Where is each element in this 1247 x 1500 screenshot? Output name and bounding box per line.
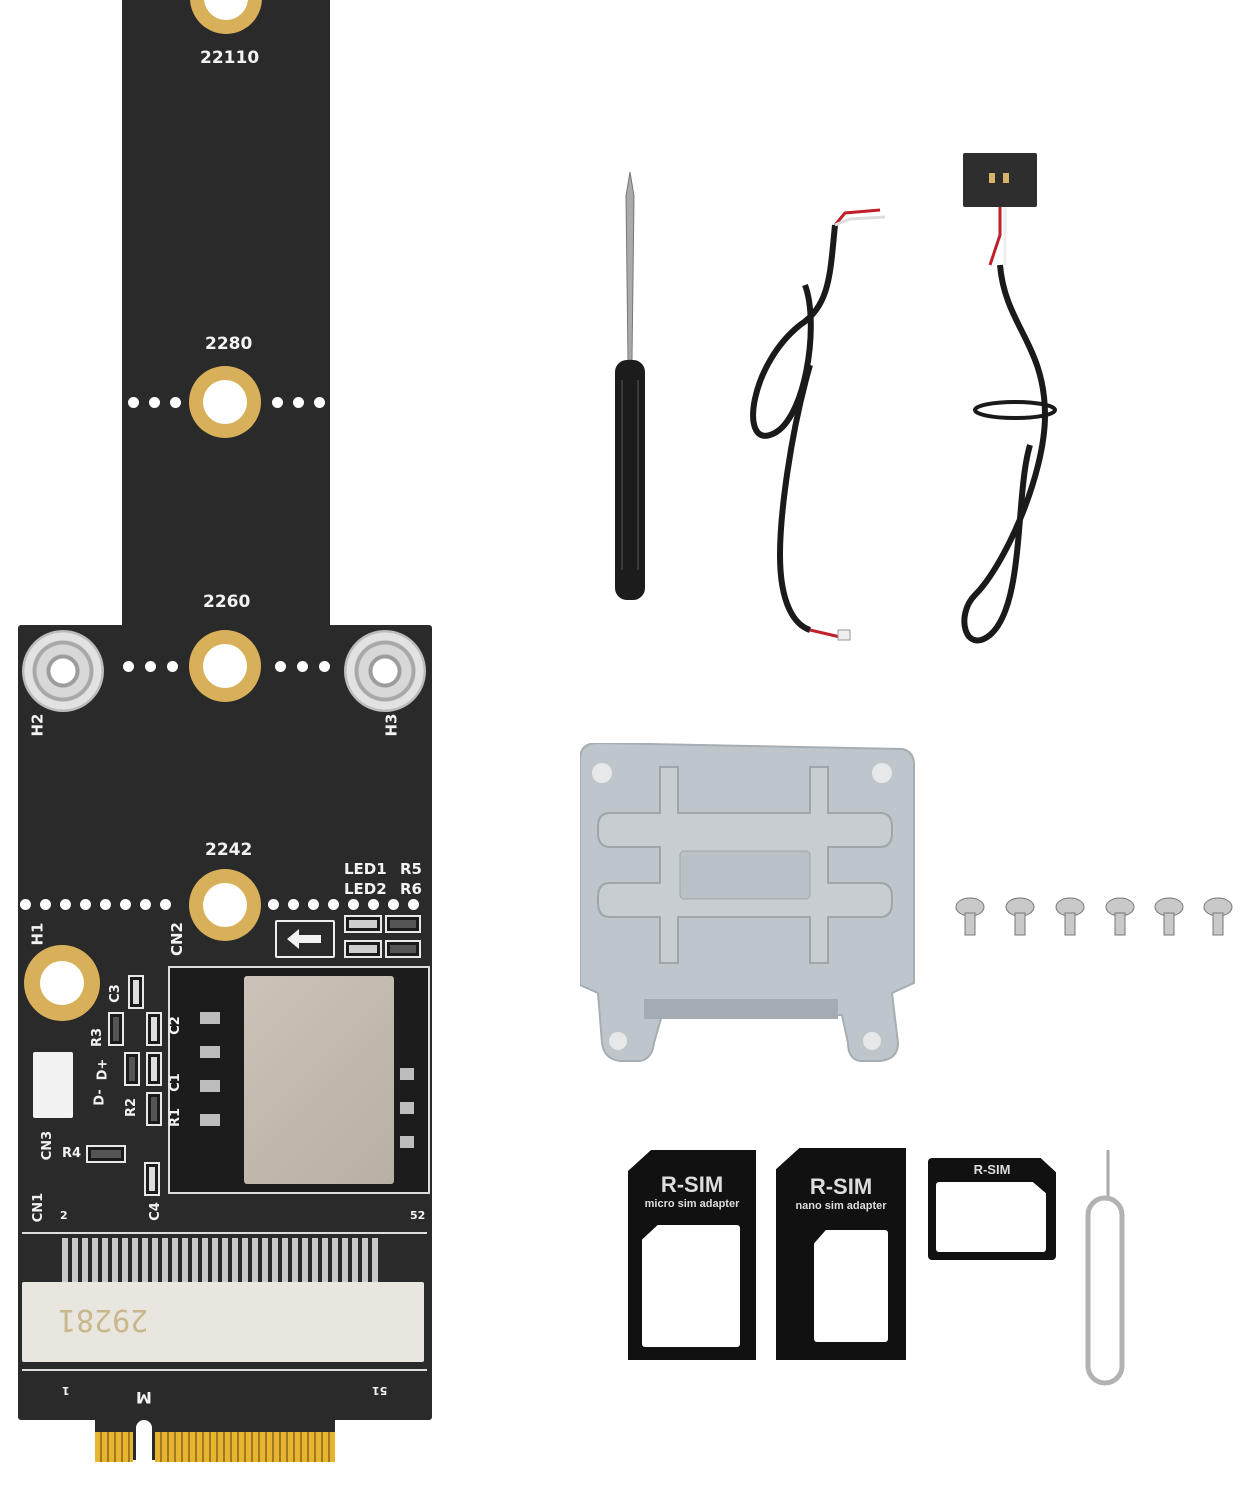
pin-label-52: 52 <box>410 1209 426 1222</box>
sim-slot-contact <box>400 1136 414 1148</box>
length-mark-2242: 2242 <box>205 840 253 860</box>
sim-cutout <box>936 1182 1046 1252</box>
key-label-m: M <box>136 1388 152 1407</box>
sim-eject-pin <box>1085 1150 1125 1386</box>
led1 <box>344 915 382 933</box>
label-c3: C3 <box>107 984 123 1003</box>
label-led1: LED1 <box>344 860 387 878</box>
capacitor-c4 <box>144 1162 160 1196</box>
resistor-r5 <box>385 915 421 933</box>
label-d-minus: D- <box>92 1089 108 1106</box>
pin-label-1: 1 <box>62 1384 70 1397</box>
label-r4: R4 <box>62 1146 82 1161</box>
screwdriver <box>615 171 645 600</box>
pin-label-51: 51 <box>372 1384 388 1397</box>
label-c1: C1 <box>167 1073 183 1092</box>
sim-slot-contact <box>200 1114 220 1126</box>
edge-fingers-short <box>95 1432 133 1462</box>
label-c4: C4 <box>147 1202 163 1221</box>
standoff-h2 <box>22 630 104 712</box>
mini-pcie-slot[interactable]: 29281 <box>22 1232 427 1371</box>
resistor-r4 <box>86 1145 126 1163</box>
label-r2: R2 <box>124 1097 140 1118</box>
led2 <box>344 940 382 958</box>
sim-adapter-micro: R-SIM micro sim adapter <box>628 1150 756 1360</box>
label-h2: H2 <box>28 713 47 737</box>
board-extension <box>122 0 330 680</box>
resistor-r3 <box>108 1012 124 1046</box>
mount-hole-2242-center <box>203 883 247 927</box>
sim-slot-contact <box>200 1080 220 1092</box>
resistor-r2 <box>124 1052 140 1086</box>
perforation-row-2280 <box>122 397 330 409</box>
label-cn3: CN3 <box>40 1130 56 1161</box>
standoff-h3 <box>344 630 426 712</box>
label-cn1: CN1 <box>31 1192 47 1223</box>
resistor-r6 <box>385 940 421 958</box>
sim-slot-contact <box>200 1046 220 1058</box>
capacitor-c2 <box>146 1012 162 1046</box>
edge-fingers-long <box>155 1432 335 1462</box>
length-mark-22110: 22110 <box>200 48 260 68</box>
jst-cable <box>750 208 886 641</box>
sim-slot-contact <box>200 1012 220 1024</box>
sim-adapter-brand: R-SIM <box>660 1172 724 1197</box>
label-r1: R1 <box>168 1107 184 1128</box>
sim-slot-contact <box>400 1068 414 1080</box>
sim-cutout <box>814 1230 888 1342</box>
sim-slot-metal-cover <box>244 976 394 1184</box>
pin-label-2: 2 <box>60 1209 68 1222</box>
mount-hole-2280-center <box>203 380 247 424</box>
screw-set <box>955 893 1240 943</box>
sim-card-slot[interactable] <box>168 966 430 1194</box>
sim-adapter-nano: R-SIM nano sim adapter <box>776 1148 906 1360</box>
screw-icon <box>1105 897 1135 936</box>
slot-marking: 29281 <box>58 1302 149 1337</box>
label-c2: C2 <box>167 1016 183 1035</box>
label-h1: H1 <box>28 922 47 946</box>
mount-hole-2260-center <box>203 644 247 688</box>
sim-cutout <box>642 1225 740 1347</box>
usb-header-cn3[interactable] <box>33 1052 73 1118</box>
sim-adapter-subtitle: nano sim adapter <box>795 1200 887 1212</box>
label-d-plus: D+ <box>95 1058 111 1081</box>
sim-adapter-subtitle: micro sim adapter <box>644 1198 740 1210</box>
label-led2: LED2 <box>344 880 387 898</box>
label-r6: R6 <box>400 880 422 898</box>
screw-icon <box>1203 897 1233 936</box>
mounting-bracket <box>579 741 916 1063</box>
length-mark-2280: 2280 <box>205 334 253 354</box>
m2-adapter-board: 22110 2280 2260 H2 H3 2242 LED1 R5 LED2 … <box>0 0 440 1500</box>
capacitor-c3 <box>128 975 144 1009</box>
capacitor-c1 <box>146 1052 162 1086</box>
mount-hole-h1-center <box>40 961 84 1005</box>
label-r3: R3 <box>90 1027 106 1048</box>
label-r5: R5 <box>400 860 422 878</box>
usb-header-cable <box>961 153 1057 644</box>
resistor-r1 <box>146 1092 162 1126</box>
slot-pins <box>62 1238 382 1288</box>
sim-slot-contact <box>400 1102 414 1114</box>
slot-body <box>22 1282 424 1362</box>
screw-icon <box>1055 897 1085 936</box>
sim-adapter-micro-to-nano: R-SIM <box>928 1158 1056 1260</box>
label-h3: H3 <box>382 713 401 737</box>
label-cn2: CN2 <box>168 922 186 956</box>
sim-adapter-brand: R-SIM <box>973 1162 1011 1177</box>
sim-adapter-brand: R-SIM <box>809 1174 873 1199</box>
screw-icon <box>1154 897 1184 936</box>
length-mark-2260: 2260 <box>203 592 251 612</box>
screw-icon <box>955 897 985 936</box>
insert-direction-arrow-icon <box>275 920 335 958</box>
mount-hole-22110-center <box>204 0 248 20</box>
screw-icon <box>1005 897 1035 936</box>
key-notch <box>136 1420 152 1462</box>
perforation-row-2260 <box>105 661 345 673</box>
perforation-row-2242 <box>18 899 432 911</box>
